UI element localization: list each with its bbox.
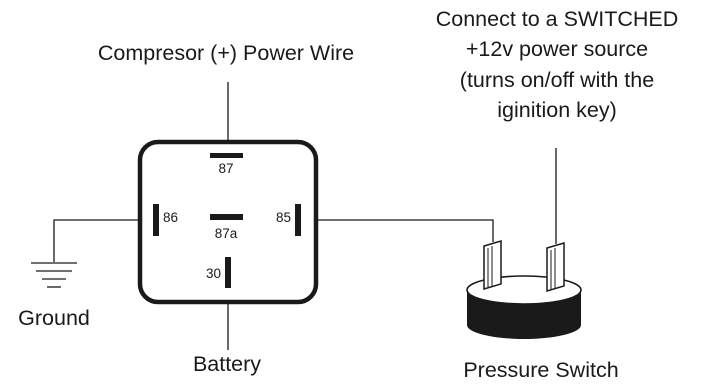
pressure-switch-terminal-right [546, 241, 565, 293]
switched-source-line-1: Connect to a SWITCHED [436, 7, 679, 31]
pin-87a-label: 87a [215, 226, 238, 241]
switched-source-label: Connect to a SWITCHED +12v power source … [436, 7, 679, 122]
pin-30-label: 30 [206, 266, 221, 281]
pin85-to-switch-wire [316, 219, 494, 242]
pin-87-label: 87 [218, 161, 233, 176]
pin-30-terminal [225, 257, 231, 288]
pressure-switch-terminal-left [483, 239, 502, 291]
ground-symbol [31, 262, 77, 288]
relay: 87 87a 86 85 30 [137, 139, 319, 305]
pin-87a-terminal [210, 214, 243, 220]
relay-body [137, 139, 319, 305]
switched-source-line-2: +12v power source [466, 37, 648, 61]
ground-wire [53, 219, 140, 262]
pin-86-terminal [153, 204, 159, 236]
compressor-wire-label: Compresor (+) Power Wire [98, 41, 354, 65]
battery-label: Battery [193, 352, 261, 376]
pressure-switch-label: Pressure Switch [463, 358, 618, 382]
switched-source-line-4: iginition key) [497, 98, 617, 122]
pin-86-label: 86 [163, 210, 178, 225]
pin-85-label: 85 [276, 210, 291, 225]
switched-source-line-3: (turns on/off with the [460, 68, 654, 92]
pin-85-terminal [295, 204, 301, 236]
pin-87-terminal [210, 153, 243, 158]
ground-label: Ground [18, 306, 90, 330]
pressure-switch [466, 239, 582, 339]
